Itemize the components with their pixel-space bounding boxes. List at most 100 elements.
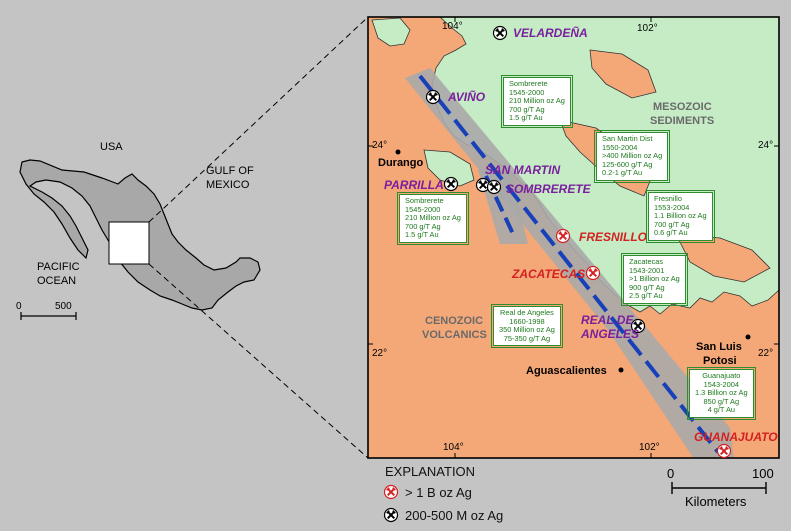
box-line: 1545-2000 <box>405 204 441 214</box>
inset-scale-max: 500 <box>55 301 72 312</box>
lon-label-104-top: 104° <box>442 21 463 32</box>
lat-label-22-left: 22° <box>372 348 387 359</box>
info-box-fresnillo: Fresnillo 1553-2004 1.1 Billion oz Ag 70… <box>646 190 715 243</box>
box-line: 700 g/T Ag <box>509 104 545 114</box>
mine-icon-avino <box>425 89 441 105</box>
label-gulf-1: GULF OF <box>206 165 254 177</box>
district-parrilla: PARRILLA <box>384 178 444 192</box>
box-line: 1543-2001 <box>629 265 665 275</box>
box-line: 700 g/T Ag <box>405 221 441 231</box>
volcanic-embayment-2 <box>675 233 771 283</box>
region-mesozoic-1: MESOZOIC <box>653 101 712 113</box>
city-dot-durango <box>395 149 401 155</box>
district-velardena: VELARDEÑA <box>513 25 588 40</box>
city-durango: Durango <box>378 157 424 169</box>
mine-icon-fresnillo <box>555 228 571 244</box>
mine-icon-guanajuato <box>716 443 732 459</box>
box-line: 0.6 g/T Au <box>654 228 688 238</box>
box-line: 1543-2004 <box>703 379 739 389</box>
district-real-2: ANGELES <box>580 327 639 341</box>
city-san-luis-1: San Luis <box>696 341 742 353</box>
box-line: 210 Million oz Ag <box>509 96 565 106</box>
box-line: Sombrerete <box>509 79 548 88</box>
sediment-patch-parrilla <box>423 149 475 187</box>
box-line: 1660-1998 <box>509 316 545 326</box>
district-zacatecas: ZACATECAS <box>511 267 585 281</box>
box-line: >1 Billion oz Ag <box>629 274 680 284</box>
district-guanajuato: GUANAJUATO <box>694 430 778 444</box>
box-line: Zacatecas <box>629 257 664 266</box>
label-gulf-2: MEXICO <box>206 179 250 191</box>
district-sombrerete: SOMBRERETE <box>506 182 592 196</box>
mine-icon-parrilla <box>443 176 459 192</box>
label-pacific-1: PACIFIC <box>37 261 80 273</box>
box-line: San Martin Dist <box>602 134 653 143</box>
region-mesozoic-2: SEDIMENTS <box>650 115 714 127</box>
box-line: >400 Million oz Ag <box>602 151 663 161</box>
box-line: 1550-2004 <box>602 142 638 152</box>
box-line: 1.3 Billion oz Ag <box>695 388 748 398</box>
box-line: Real de Angeles <box>500 308 554 317</box>
box-line: 850 g/T Ag <box>703 396 740 406</box>
box-line: Fresnillo <box>654 194 682 203</box>
volcanic-embayment-3 <box>589 49 657 99</box>
district-san-martin: SAN MARTIN <box>485 163 560 177</box>
box-line: Sombrerete <box>405 196 444 205</box>
info-box-sombrerete-top: Sombrerete 1545-2000 210 Million oz Ag 7… <box>501 75 573 128</box>
region-cenozoic-2: VOLCANICS <box>422 329 487 341</box>
info-box-guanajuato: Guanajuato 1543-2004 1.3 Billion oz Ag 8… <box>687 367 756 420</box>
legend-title: EXPLANATION <box>385 464 475 479</box>
district-fresnillo: FRESNILLO <box>579 230 648 244</box>
cities: Durango Aguascalientes San Luis Potosi <box>378 149 751 377</box>
km-scale-unit: Kilometers <box>685 494 747 509</box>
label-pacific-2: OCEAN <box>37 275 76 287</box>
legend: EXPLANATION > 1 B oz Ag 200-500 M oz Ag <box>383 464 503 523</box>
box-line: 0.2-1 g/T Au <box>602 168 643 178</box>
km-scale-max: 100 <box>752 466 774 481</box>
inset-leader-bottom <box>148 263 369 459</box>
lon-label-104-bottom: 104° <box>443 442 464 453</box>
box-line: 700 g/T Ag <box>654 219 690 229</box>
box-line: 125-600 g/T Ag <box>602 159 653 169</box>
main-map-frame <box>367 16 780 459</box>
info-box-real-angeles: Real de Angeles 1660-1998 350 Million oz… <box>491 303 563 349</box>
trend-line-main <box>418 74 720 454</box>
box-line: 1.5 g/T Au <box>509 113 543 123</box>
city-aguascalientes: Aguascalientes <box>526 365 607 377</box>
mine-icon-velardena <box>492 25 508 41</box>
city-dot-san-luis <box>745 334 751 340</box>
main-map: 104° 102° 24° 24° 22° 22° 104° 102° MESO… <box>367 16 780 509</box>
lat-label-22-right: 22° <box>758 348 773 359</box>
box-line: 75-350 g/T Ag <box>503 333 551 343</box>
box-line: 900 g/T Ag <box>629 282 665 292</box>
box-line: 350 Million oz Ag <box>499 325 555 335</box>
box-line: 1.1 Billion oz Ag <box>654 211 707 221</box>
sediment-patch-north <box>371 17 411 47</box>
district-avino: AVIÑO <box>447 89 486 104</box>
city-dot-aguascalientes <box>618 367 624 373</box>
box-line: 1553-2004 <box>654 202 690 212</box>
inset-scale-bar: 0 500 <box>16 301 77 320</box>
study-area-box <box>108 221 150 265</box>
lon-label-102-top: 102° <box>637 23 658 34</box>
box-line: 2.5 g/T Au <box>629 291 663 301</box>
km-scale-zero: 0 <box>667 466 674 481</box>
mine-icon-zacatecas <box>585 265 601 281</box>
inset-leader-top <box>148 16 369 223</box>
box-line: 210 Million oz Ag <box>405 213 461 223</box>
info-box-san-martin: San Martin Dist 1550-2004 >400 Million o… <box>593 130 671 183</box>
city-san-luis-2: Potosi <box>703 355 737 367</box>
legend-black-label: 200-500 M oz Ag <box>405 508 503 523</box>
label-usa: USA <box>100 141 123 153</box>
box-line: 4 g/T Au <box>707 405 735 415</box>
box-line: Guanajuato <box>702 371 741 380</box>
info-box-sombrerete-left: Sombrerete 1545-2000 210 Million oz Ag 7… <box>397 192 469 245</box>
district-real-1: REAL DE <box>581 313 634 327</box>
legend-black-mine-icon <box>383 507 399 523</box>
lon-label-102-bottom: 102° <box>639 442 660 453</box>
lat-label-24-right: 24° <box>758 140 773 151</box>
region-cenozoic-1: CENOZOIC <box>425 315 483 327</box>
box-line: 1.5 g/T Au <box>405 230 439 240</box>
lat-label-24-left: 24° <box>372 140 387 151</box>
mine-icon-sombrerete <box>486 179 502 195</box>
